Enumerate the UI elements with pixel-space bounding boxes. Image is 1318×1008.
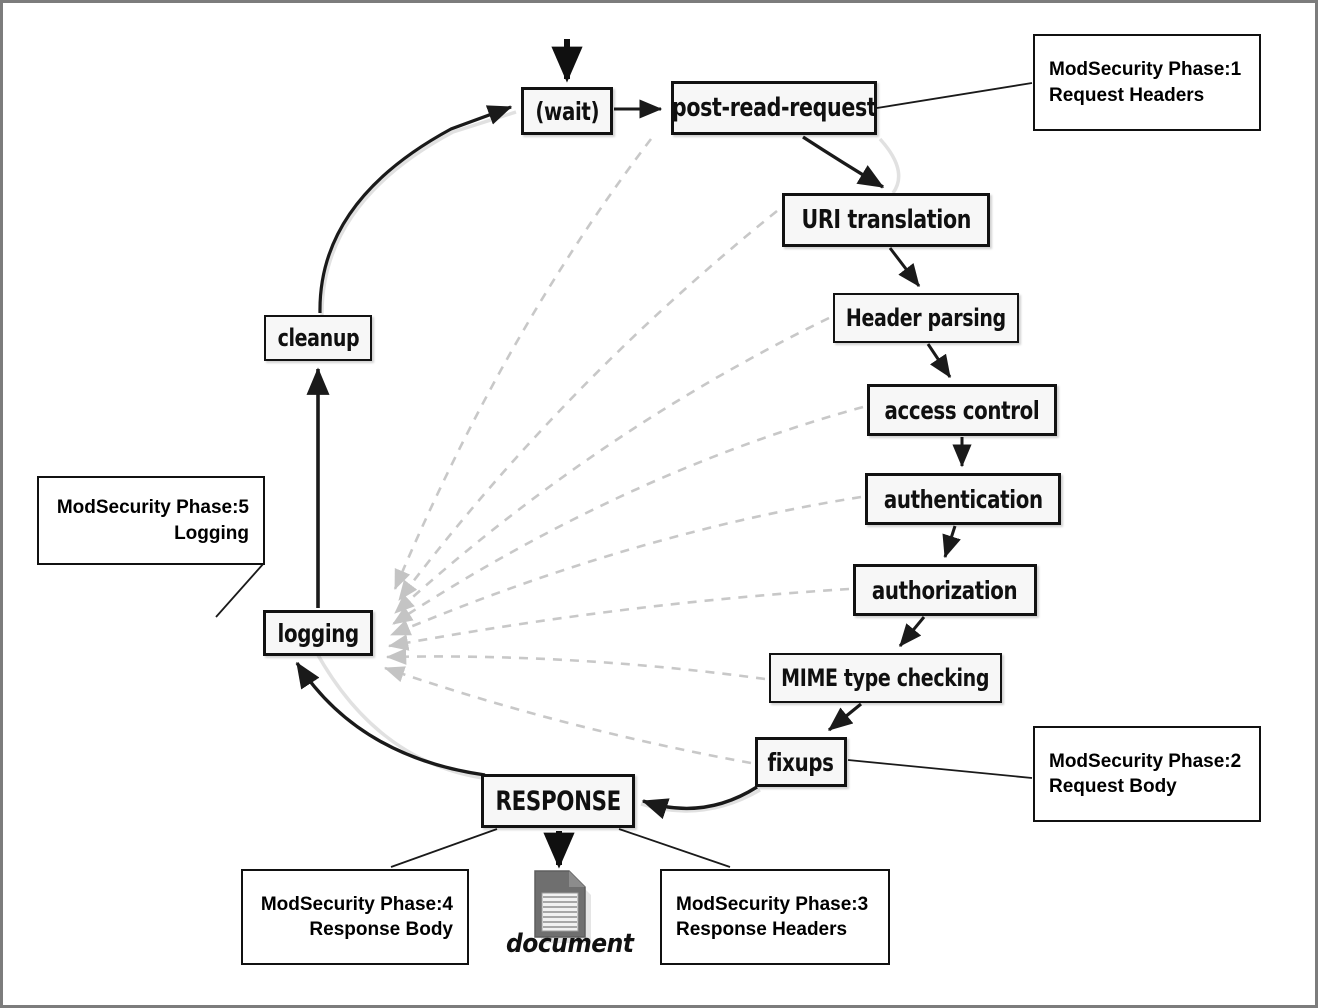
node-authentication[interactable]: authentication <box>865 473 1061 525</box>
node-access-control-label: access control <box>884 395 1040 425</box>
node-post-read-request[interactable]: post-read-request <box>671 81 877 135</box>
node-fixups-label: fixups <box>767 747 835 777</box>
node-post-read-request-label: post-read-request <box>671 93 877 123</box>
document-icon <box>534 870 591 943</box>
annotation-phase-2-line-2: Request Body <box>1049 776 1177 797</box>
annotation-modsecurity-phase-4: ModSecurity Phase:4 Response Body <box>241 869 469 965</box>
node-authorization-label: authorization <box>872 575 1018 605</box>
annotation-modsecurity-phase-1: ModSecurity Phase:1 Request Headers <box>1033 34 1261 131</box>
annotation-phase-1-line-1: ModSecurity Phase:1 <box>1049 59 1242 81</box>
node-fixups[interactable]: fixups <box>755 737 847 787</box>
annotation-modsecurity-phase-3: ModSecurity Phase:3 Response Headers <box>660 869 890 965</box>
node-access-control[interactable]: access control <box>867 384 1057 436</box>
annotation-phase-1-line-2: Request Headers <box>1049 84 1205 106</box>
annotation-modsecurity-phase-5: ModSecurity Phase:5 Logging <box>37 476 265 565</box>
annotation-modsecurity-phase-2: ModSecurity Phase:2 Request Body <box>1033 726 1261 822</box>
annotation-phase-2-line-1: ModSecurity Phase:2 <box>1049 750 1242 772</box>
node-uri-translation[interactable]: URI translation <box>782 193 990 247</box>
node-mime-type-checking[interactable]: MIME type checking <box>769 653 1002 703</box>
edge-mime-to-fixups <box>827 702 863 732</box>
edge-header-to-access <box>926 343 952 378</box>
edge-cleanup-to-wait <box>318 105 513 314</box>
node-authorization[interactable]: authorization <box>853 564 1037 616</box>
annotation-phase-3-line-1: ModSecurity Phase:3 <box>676 893 869 915</box>
annotation-phase-4-line-1: ModSecurity Phase:4 <box>260 893 453 915</box>
annotation-phase-5-line-2: Logging <box>174 522 249 544</box>
node-response-label: RESPONSE <box>495 785 621 817</box>
node-cleanup[interactable]: cleanup <box>264 315 372 361</box>
node-logging[interactable]: logging <box>263 610 373 656</box>
node-uri-translation-label: URI translation <box>801 205 971 235</box>
edge-postread-to-uri <box>802 135 885 189</box>
node-authentication-label: authentication <box>883 484 1043 514</box>
edge-authn-to-authz <box>942 525 961 559</box>
node-wait-label: (wait) <box>535 96 599 126</box>
node-logging-label: logging <box>277 618 359 648</box>
edge-response-to-logging <box>295 661 486 777</box>
node-header-parsing-label: Header parsing <box>846 304 1006 332</box>
node-header-parsing[interactable]: Header parsing <box>833 293 1019 343</box>
edge-authz-to-mime <box>898 616 926 647</box>
edge-fixups-to-response <box>641 785 758 820</box>
edge-uri-to-header <box>888 247 921 287</box>
node-cleanup-label: cleanup <box>277 324 359 352</box>
node-response[interactable]: RESPONSE <box>481 774 635 828</box>
annotation-phase-3-line-2: Response Headers <box>676 919 848 940</box>
document-label: document <box>506 929 634 959</box>
node-mime-type-checking-label: MIME type checking <box>781 664 990 692</box>
annotation-phase-4-line-2: Response Body <box>309 919 453 940</box>
annotation-phase-5-line-1: ModSecurity Phase:5 <box>56 497 249 519</box>
node-wait[interactable]: (wait) <box>521 87 613 135</box>
